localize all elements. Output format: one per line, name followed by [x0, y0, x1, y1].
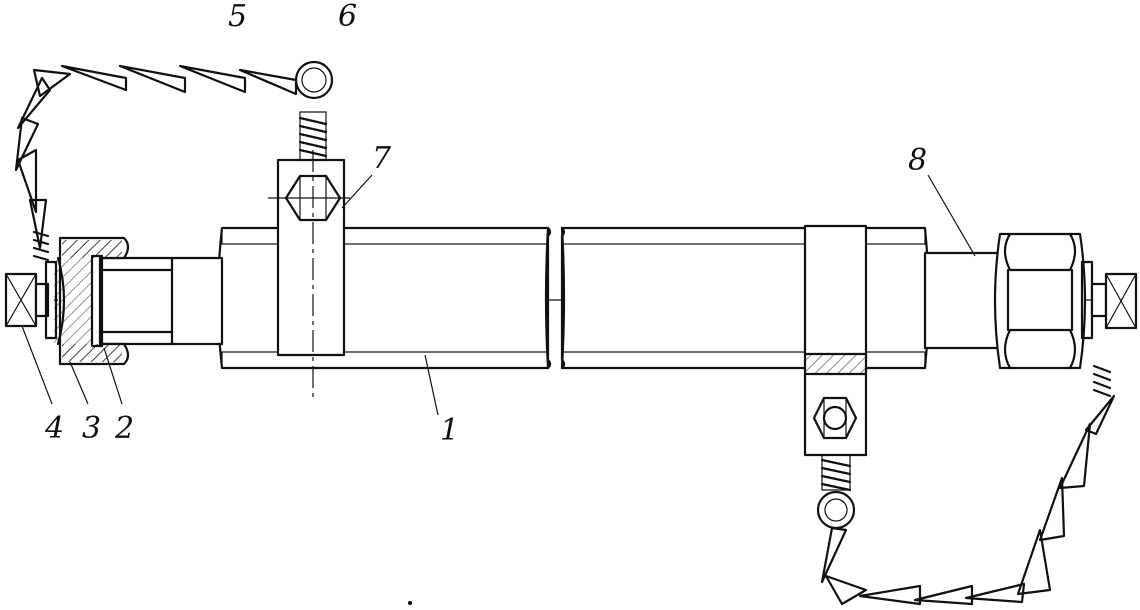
right-fitting: [923, 232, 1138, 370]
label-chain: 5: [228, 0, 247, 34]
label-union-nut: 3: [82, 411, 101, 446]
label-gasket: 2: [114, 411, 134, 446]
lower-chain: [816, 364, 1116, 606]
left-fitting: [54, 236, 224, 366]
right-clamp: [803, 224, 868, 492]
label-nipple-right: 8: [908, 143, 927, 178]
left-plug: [4, 260, 58, 340]
left-clamp: [268, 111, 350, 400]
label-hose: 1: [440, 413, 459, 448]
upper-chain: [14, 60, 334, 262]
label-ring: 6: [338, 0, 357, 34]
leader-lines: [21, 174, 976, 416]
stray-mark: [408, 601, 412, 605]
label-plug: 4: [44, 411, 64, 446]
label-clamp-left: 7: [372, 141, 392, 176]
